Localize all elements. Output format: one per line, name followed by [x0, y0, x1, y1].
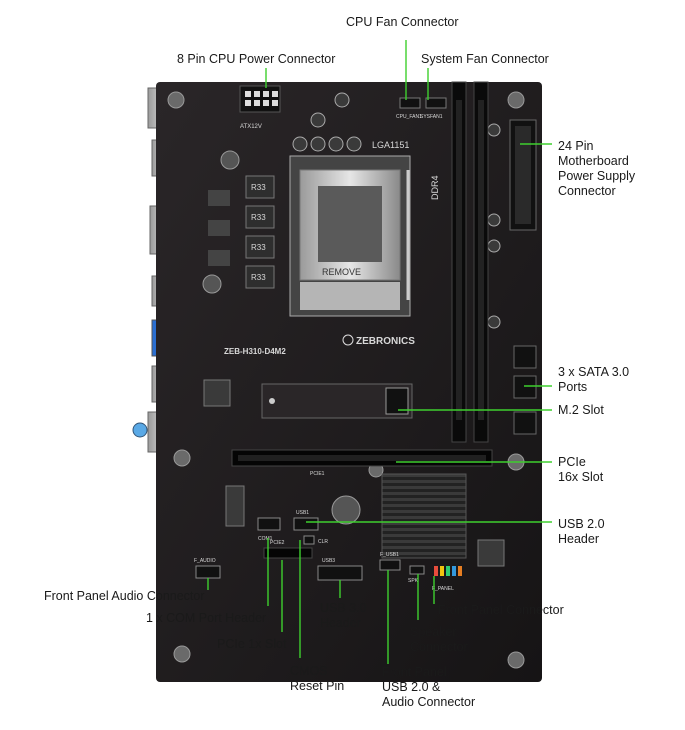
label-cpu-power: 8 Pin CPU Power Connector	[177, 52, 336, 66]
socket-cover-silk: REMOVE	[322, 267, 361, 277]
cpu-socket-lga1151: REMOVE LGA1151	[289, 140, 411, 317]
label-m2: M.2 Slot	[558, 403, 604, 417]
brand-silk: ZEBRONICS	[356, 336, 415, 347]
label-com-port: 1 x COM Port Header	[146, 611, 267, 625]
speaker-silk: SPK	[408, 578, 419, 584]
cmos-silk: CLR	[318, 539, 328, 545]
label-sata: 3 x SATA 3.0 Ports	[558, 365, 630, 394]
board-branding: ZEBRONICS ZEB-H310-D4M2	[224, 334, 415, 356]
cpu-fan-silk: CPU_FAN1	[396, 114, 422, 120]
pcie-1x-slot: PCIE2	[263, 540, 313, 559]
label-front-usb-audio: Front Panel USB 2.0 & Audio Connector	[382, 665, 476, 709]
label-cpu-fan: CPU Fan Connector	[346, 15, 459, 29]
label-system-fan: System Fan Connector	[421, 52, 549, 66]
fusb-silk: F_USB1	[380, 552, 399, 558]
chipset-heatsink	[331, 473, 467, 559]
label-front-panel: Front Panel Connector	[438, 603, 564, 617]
cpu-power-8pin-connector: ATX12V	[239, 85, 281, 130]
label-usb3: USB 3.0 Header	[320, 601, 367, 630]
sata-ports	[513, 345, 537, 435]
leader-lines	[207, 40, 552, 664]
label-front-audio: Front Panel Audio Connector	[44, 589, 205, 603]
cpu-power-silk: ATX12V	[240, 124, 262, 130]
pcie1x-silk: PCIE2	[270, 540, 285, 546]
pcie-silk: PCIE1	[310, 471, 325, 477]
memory-silk: DDR4	[430, 175, 440, 200]
faudio-silk: F_AUDIO	[194, 558, 216, 564]
usb2-header: USB1	[293, 510, 319, 531]
label-pcie1: PCIe 1x Slot	[217, 637, 287, 651]
com-header: COM1	[257, 517, 281, 542]
front-usb-audio-header: F_USB1	[379, 552, 401, 571]
m2-slot	[261, 383, 413, 419]
choke-silk: R33	[251, 183, 266, 192]
label-atx24: 24 Pin Motherboard Power Supply Connecto…	[558, 139, 636, 198]
fpanel-silk: F_PANEL	[432, 586, 454, 592]
front-panel-header: F_PANEL	[432, 566, 462, 592]
atx-24pin-connector	[509, 119, 537, 231]
usb3-silk: USB3	[322, 558, 335, 564]
speaker-header: SPK	[408, 565, 425, 584]
sys-fan-silk: SYSFAN1	[420, 114, 443, 120]
socket-silk: LGA1151	[372, 140, 409, 150]
cmos-jumper: CLR	[303, 535, 328, 545]
misc-chips	[203, 379, 505, 567]
label-speaker: Speaker Connector	[410, 625, 468, 654]
choke-silk: R33	[251, 243, 266, 252]
label-pcie16: PCIe 16x Slot	[558, 455, 604, 484]
model-silk: ZEB-H310-D4M2	[224, 347, 286, 356]
ddr4-slots: DDR4	[430, 81, 489, 443]
choke-silk: R33	[251, 213, 266, 222]
fan-headers: CPU_FAN1 SYSFAN1	[396, 97, 447, 120]
choke-silk: R33	[251, 273, 266, 282]
com-silk: COM1	[258, 536, 273, 542]
usb-silk: USB1	[296, 510, 309, 516]
label-usb2: USB 2.0 Header	[558, 517, 605, 546]
capacitors	[292, 92, 501, 329]
mounting-holes	[167, 91, 525, 669]
vrm-chokes: R33 R33 R33 R33	[202, 150, 275, 294]
label-cmos: CMOS Reset Pin	[290, 664, 345, 693]
